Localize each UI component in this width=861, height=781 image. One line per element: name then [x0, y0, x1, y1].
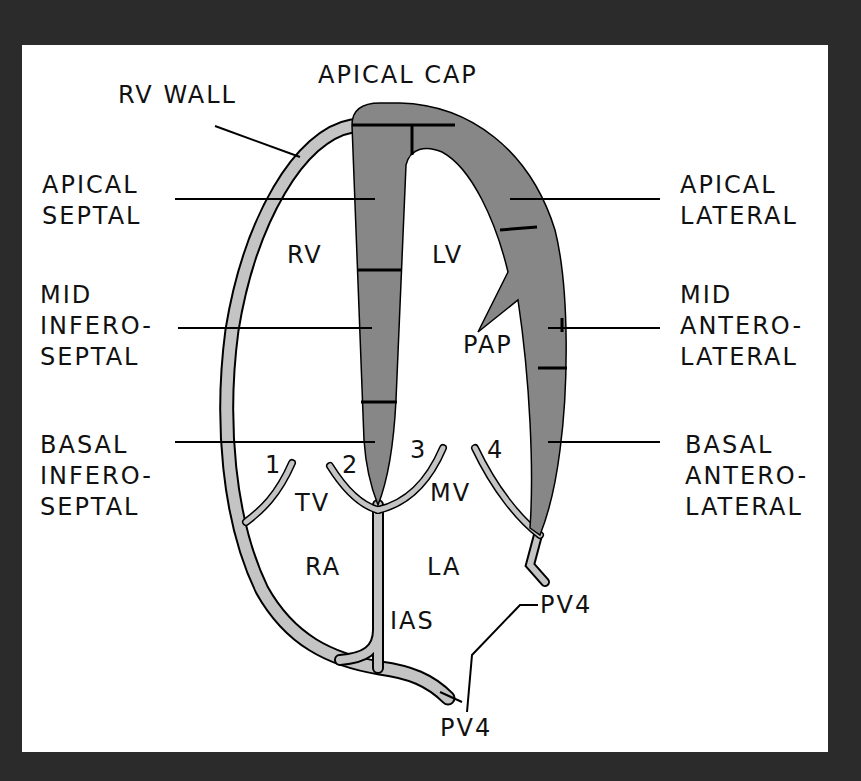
rv-wall — [227, 126, 448, 698]
leader-lines — [175, 126, 660, 712]
vessel-label: PV4 — [440, 713, 492, 744]
chamber-label: RA — [305, 552, 341, 583]
callout-number: 3 — [410, 435, 427, 466]
segment-dividers — [352, 125, 567, 402]
structure-label: PAP — [463, 330, 513, 361]
ias — [340, 505, 378, 668]
callout-number: 1 — [265, 450, 282, 481]
callout-number: 4 — [487, 435, 504, 466]
white-panel — [22, 45, 828, 752]
la-wall-fill — [530, 535, 545, 582]
segment-label: BASAL ANTERO- LATERAL — [685, 430, 835, 523]
wall-label: RV WALL — [118, 80, 237, 111]
segment-label: BASAL INFERO- SEPTAL — [40, 430, 190, 523]
segment-label: MID INFERO- SEPTAL — [40, 280, 190, 373]
structure-label: IAS — [390, 606, 435, 637]
segment-label: APICAL SEPTAL — [42, 170, 192, 232]
vessel-label: PV4 — [540, 590, 592, 621]
chamber-label: LA — [427, 552, 461, 583]
ias-fill — [340, 505, 378, 668]
chamber-label: LV — [432, 240, 463, 271]
la-wall — [530, 535, 545, 582]
chamber-label: RV — [287, 240, 323, 271]
valve-label: MV — [430, 478, 471, 509]
rv-wall-fill — [227, 126, 448, 698]
lv-myocardium — [352, 103, 566, 535]
segment-label: MID ANTERO- LATERAL — [680, 280, 830, 373]
segment-label: APICAL LATERAL — [680, 170, 830, 232]
valve-label: TV — [295, 488, 330, 519]
segment-label: APICAL CAP — [318, 60, 478, 91]
callout-number: 2 — [342, 450, 359, 481]
